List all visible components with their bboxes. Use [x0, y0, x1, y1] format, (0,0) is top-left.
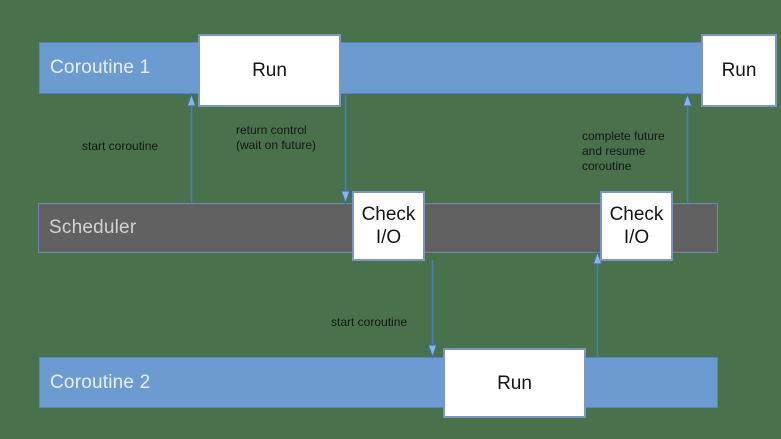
annotation-start-coroutine-1: start coroutine	[82, 139, 159, 153]
node-run-coroutine1-second-label: Run	[721, 60, 757, 81]
lane-coroutine-2: Coroutine 2	[39, 357, 718, 408]
arrow-complete-future	[682, 92, 693, 203]
node-check-io-first: Check I/O	[352, 191, 425, 261]
node-run-coroutine1-first: Run	[198, 34, 341, 107]
node-run-coroutine2: Run	[443, 348, 586, 418]
arrow-return-control	[340, 95, 351, 205]
annotation-start-coroutine-2: start coroutine	[331, 315, 408, 329]
lane-coroutine-1-label: Coroutine 1	[50, 57, 151, 78]
node-check-io-second: Check I/O	[600, 191, 673, 261]
node-check-io-second-label: Check I/O	[609, 204, 664, 248]
arrow-start-coroutine-2	[427, 260, 438, 359]
arrow-start-coroutine-1	[186, 92, 197, 203]
node-run-coroutine2-label: Run	[497, 372, 532, 394]
annotation-complete-future: complete future and resume coroutine	[582, 129, 665, 173]
annotation-return-control: return control (wait on future)	[236, 123, 317, 152]
lane-coroutine-2-label: Coroutine 2	[50, 371, 151, 393]
node-check-io-first-label: Check I/O	[361, 204, 416, 248]
arrow-io-ready	[592, 250, 603, 357]
node-run-coroutine1-first-label: Run	[252, 60, 287, 81]
node-run-coroutine1-second: Run	[701, 34, 777, 107]
lane-coroutine-1: Coroutine 1	[39, 42, 718, 94]
lane-scheduler-label: Scheduler	[49, 217, 137, 238]
